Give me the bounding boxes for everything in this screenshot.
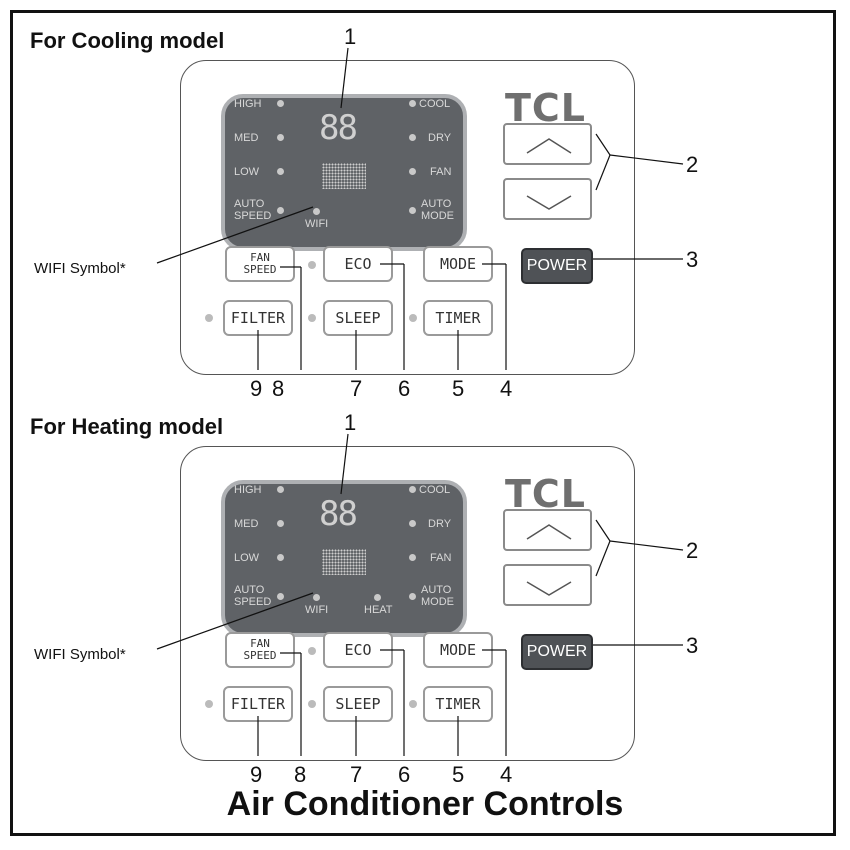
mode-button[interactable]: MODE [423, 632, 493, 668]
indicator-dot [308, 647, 316, 655]
callout-3: 3 [686, 247, 699, 272]
callout-1: 1 [344, 410, 357, 435]
temperature-digits: 88 [319, 494, 358, 534]
section-heading: For Heating model [30, 414, 224, 439]
indicator-dot [308, 314, 316, 322]
outer-frame [10, 10, 836, 836]
dot-matrix-display [322, 163, 366, 189]
lcd-label-dry: DRY [428, 132, 452, 144]
callout-6: 6 [398, 762, 411, 787]
lcd-label-low: LOW [234, 552, 260, 564]
chevron-up-icon [526, 138, 572, 154]
indicator-dot [308, 700, 316, 708]
callout-5: 5 [452, 376, 465, 401]
up-button[interactable] [503, 509, 592, 551]
callout-4: 4 [500, 376, 513, 401]
indicator-dot [409, 520, 416, 527]
indicator-dot [409, 100, 416, 107]
up-button[interactable] [503, 123, 592, 165]
lcd-label-low: LOW [234, 166, 260, 178]
callout-9: 9 [250, 762, 263, 787]
indicator-dot [409, 168, 416, 175]
indicator-dot [409, 593, 416, 600]
callout-5: 5 [452, 762, 465, 787]
heat-indicator-dot [374, 594, 381, 601]
fan-speed-button[interactable]: FAN SPEED [225, 632, 295, 668]
callout-2: 2 [686, 152, 699, 177]
section-heading: For Cooling model [30, 28, 225, 53]
page-title: Air Conditioner Controls [226, 785, 624, 823]
callout-9: 9 [250, 376, 263, 401]
lcd-label-cool: COOL [419, 98, 451, 110]
indicator-dot [277, 100, 284, 107]
indicator-dot [277, 554, 284, 561]
indicator-dot [277, 593, 284, 600]
chevron-down-icon [526, 581, 572, 596]
callout-6: 6 [398, 376, 411, 401]
callout-lines [156, 47, 684, 370]
callout-8: 8 [294, 762, 307, 787]
callout-8: 8 [272, 376, 285, 401]
lcd-label-auto-speed: AUTO SPEED [234, 198, 272, 222]
lcd-label-dry: DRY [428, 518, 452, 530]
power-button[interactable]: POWER [521, 634, 593, 670]
power-button[interactable]: POWER [521, 248, 593, 284]
callout-3: 3 [686, 633, 699, 658]
cooling-model-section: For Cooling model HIGH MED LOW AUTO SPEE… [0, 10, 850, 410]
indicator-dot [409, 314, 417, 322]
lcd-label-fan: FAN [430, 552, 452, 564]
callout-lines [156, 433, 684, 756]
lcd-label-high: HIGH [234, 484, 262, 496]
indicator-dot [409, 486, 416, 493]
chevron-down-icon [526, 195, 572, 210]
tcl-logo: TCL [505, 472, 587, 516]
callout-7: 7 [350, 762, 363, 787]
down-button[interactable] [503, 178, 592, 220]
wifi-symbol-note: WIFI Symbol* [34, 646, 126, 663]
indicator-dot [205, 314, 213, 322]
wifi-indicator-dot [313, 594, 320, 601]
lcd-label-auto-mode: AUTO MODE [421, 584, 454, 608]
indicator-dot [409, 134, 416, 141]
temperature-digits: 88 [319, 108, 358, 148]
callout-2: 2 [686, 538, 699, 563]
fan-speed-button[interactable]: FAN SPEED [225, 246, 295, 282]
sleep-button[interactable]: SLEEP [323, 300, 393, 336]
mode-button[interactable]: MODE [423, 246, 493, 282]
down-button[interactable] [503, 564, 592, 606]
tcl-logo: TCL [505, 86, 587, 130]
lcd-label-cool: COOL [419, 484, 451, 496]
dot-matrix-display [322, 549, 366, 575]
lcd-label-auto-speed: AUTO SPEED [234, 584, 272, 608]
callout-4: 4 [500, 762, 513, 787]
indicator-dot [409, 207, 416, 214]
wifi-indicator-dot [313, 208, 320, 215]
indicator-dot [277, 134, 284, 141]
lcd-label-high: HIGH [234, 98, 262, 110]
lcd-label-med: MED [234, 132, 259, 144]
indicator-dot [277, 168, 284, 175]
lcd-label-med: MED [234, 518, 259, 530]
indicator-dot [277, 207, 284, 214]
chevron-up-icon [526, 524, 572, 540]
heating-model-section: For Heating model HIGH MED LOW AUTO SPEE… [0, 396, 850, 796]
indicator-dot [277, 520, 284, 527]
lcd-label-wifi: WIFI [305, 604, 329, 616]
indicator-dot [409, 700, 417, 708]
sleep-button[interactable]: SLEEP [323, 686, 393, 722]
indicator-dot [308, 261, 316, 269]
wifi-symbol-note: WIFI Symbol* [34, 260, 126, 277]
lcd-label-auto-mode: AUTO MODE [421, 198, 454, 222]
lcd-label-wifi: WIFI [305, 218, 329, 230]
callout-7: 7 [350, 376, 363, 401]
indicator-dot [205, 700, 213, 708]
lcd-label-heat: HEAT [364, 604, 393, 616]
indicator-dot [409, 554, 416, 561]
indicator-dot [277, 486, 284, 493]
callout-1: 1 [344, 24, 357, 49]
lcd-label-fan: FAN [430, 166, 452, 178]
